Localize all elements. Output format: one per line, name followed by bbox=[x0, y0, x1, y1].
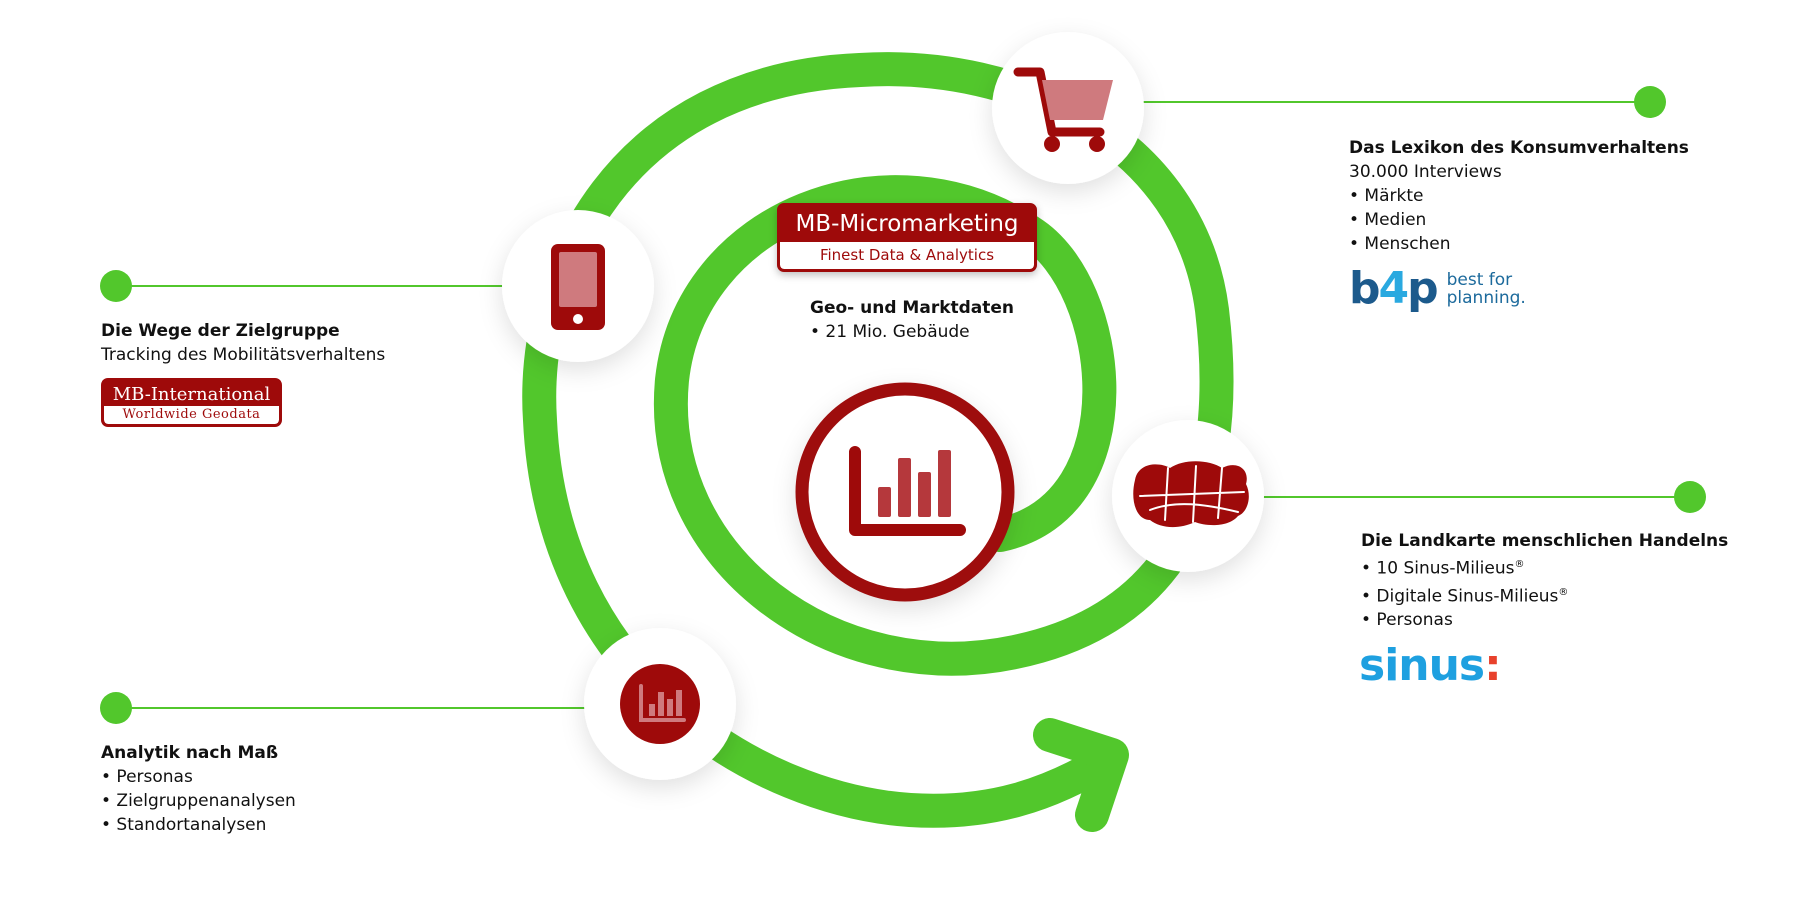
brand-title: MB-Micromarketing bbox=[795, 211, 1019, 237]
consumer-line: • Medien bbox=[1349, 210, 1427, 230]
mb-international-logo: MB-International Worldwide Geodata bbox=[101, 378, 282, 427]
connector-lines bbox=[116, 101, 1690, 709]
consumer-line: 30.000 Interviews bbox=[1349, 162, 1502, 182]
milieus-line: • 10 Sinus-Milieus® bbox=[1361, 558, 1525, 579]
sinus-logo: sinus: bbox=[1359, 640, 1502, 691]
consumer-text: Das Lexikon des Konsumverhaltens 30.000 … bbox=[1349, 136, 1689, 256]
connector-dot-mobility bbox=[100, 270, 132, 302]
b4p-logo: b4p best for planning. bbox=[1349, 266, 1526, 312]
connector-dot-milieus bbox=[1674, 481, 1706, 513]
milieus-heading: Die Landkarte menschlichen Handelns bbox=[1361, 531, 1729, 551]
bar-chart-icon bbox=[849, 446, 966, 536]
center-heading: Geo- und Marktdaten bbox=[810, 298, 1015, 318]
shopping-cart-icon bbox=[1013, 67, 1113, 152]
analytics-line: • Zielgruppenanalysen bbox=[101, 791, 296, 811]
mb-micromarketing-logo: MB-Micromarketing Finest Data & Analytic… bbox=[777, 203, 1037, 272]
connector-dot-analytics bbox=[100, 692, 132, 724]
brand-subtitle: Finest Data & Analytics bbox=[780, 242, 1034, 269]
consumer-line: • Märkte bbox=[1349, 186, 1424, 206]
milieus-line: • Digitale Sinus-Milieus® bbox=[1361, 586, 1569, 607]
spiral-arrowhead bbox=[1033, 718, 1129, 832]
consumer-line: • Menschen bbox=[1349, 234, 1451, 254]
mobility-line: Tracking des Mobilitätsverhaltens bbox=[101, 345, 386, 365]
mb-international-subtitle: Worldwide Geodata bbox=[104, 406, 279, 424]
consumer-heading: Das Lexikon des Konsumverhaltens bbox=[1349, 138, 1689, 158]
connector-dot-consumer bbox=[1634, 86, 1666, 118]
mobility-heading: Die Wege der Zielgruppe bbox=[101, 321, 340, 341]
bar-chart-icon bbox=[620, 664, 700, 744]
milieus-line: • Personas bbox=[1361, 610, 1453, 631]
analytics-line: • Standortanalysen bbox=[101, 815, 267, 835]
milieus-text: Die Landkarte menschlichen Handelns • 10… bbox=[1361, 529, 1728, 632]
connector-dots bbox=[100, 86, 1706, 724]
b4p-tagline: best for planning. bbox=[1446, 270, 1526, 308]
analytics-line: • Personas bbox=[101, 767, 193, 787]
smartphone-icon bbox=[551, 244, 605, 330]
milieu-map-icon bbox=[1133, 461, 1249, 528]
center-line: • 21 Mio. Gebäude bbox=[810, 322, 970, 342]
mb-international-title: MB-International bbox=[112, 384, 271, 405]
analytics-heading: Analytik nach Maß bbox=[101, 743, 279, 763]
center-text: Geo- und Marktdaten • 21 Mio. Gebäude bbox=[810, 296, 1014, 344]
mobility-text: Die Wege der Zielgruppe Tracking des Mob… bbox=[101, 319, 385, 367]
analytics-text: Analytik nach Maß • Personas • Zielgrupp… bbox=[101, 741, 296, 837]
b4p-mark: b4p bbox=[1349, 263, 1439, 314]
